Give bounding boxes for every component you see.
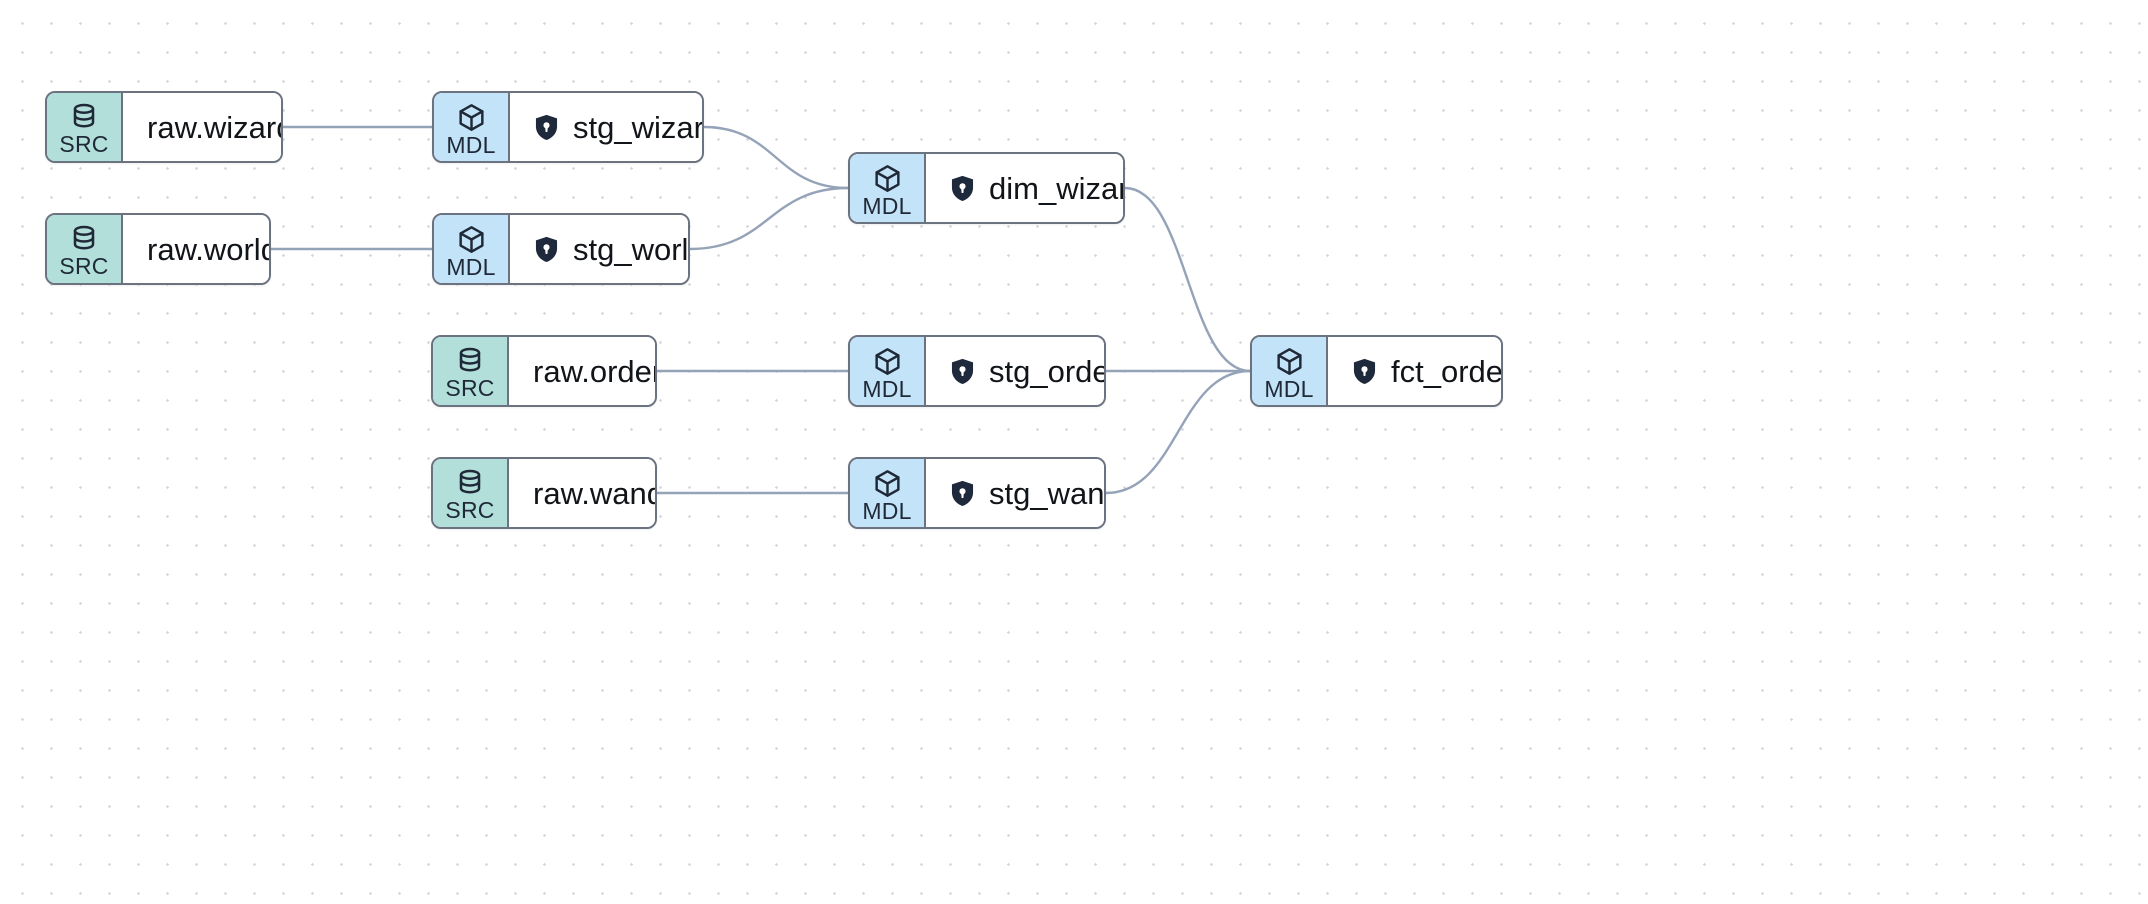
node-type-label: SRC [59, 131, 109, 157]
database-icon [69, 102, 99, 132]
shield-lock-icon [1352, 358, 1377, 385]
cube-icon [872, 163, 903, 194]
node-label: stg_wands [989, 475, 1105, 511]
node-type-badge-raw_wizards: SRC [47, 93, 123, 161]
node-type-badge-stg_wizards: MDL [434, 93, 510, 161]
node-type-label: MDL [1264, 375, 1314, 402]
node-type-badge-stg_orders: MDL [850, 337, 926, 405]
shield-lock-icon [534, 114, 559, 141]
node-type-label: MDL [862, 375, 912, 402]
node-type-badge-fct_orders: MDL [1252, 337, 1328, 405]
node-stg_orders[interactable]: MDL stg_orders [848, 335, 1106, 407]
cube-icon [1274, 346, 1305, 377]
cube-icon [872, 468, 903, 499]
node-type-badge-stg_worlds: MDL [434, 215, 510, 283]
node-label: raw.worlds [147, 231, 269, 267]
node-body-fct_orders: fct_orders [1328, 337, 1503, 405]
node-type-badge-stg_wands: MDL [850, 459, 926, 527]
node-body-stg_wizards: stg_wizards [510, 93, 704, 161]
shield-lock-icon [950, 175, 975, 202]
node-body-raw_wands: raw.wands [509, 459, 655, 527]
node-label: dim_wizards [989, 170, 1123, 206]
node-type-label: MDL [862, 192, 912, 219]
node-type-label: MDL [446, 131, 496, 158]
cube-icon [456, 224, 487, 255]
edge-stg_worlds-to-dim_wizards[interactable] [688, 186, 850, 251]
node-body-raw_orders: raw.orders [509, 337, 655, 405]
node-label: stg_wizards [573, 109, 704, 145]
node-body-stg_orders: stg_orders [926, 337, 1104, 405]
database-icon [455, 468, 485, 498]
node-body-stg_wands: stg_wands [926, 459, 1105, 527]
node-stg_wands[interactable]: MDL stg_wands [848, 457, 1106, 529]
node-raw_orders[interactable]: SRC raw.orders [431, 335, 657, 407]
cube-icon [456, 102, 487, 133]
node-label: fct_orders [1391, 353, 1503, 389]
node-type-badge-raw_wands: SRC [433, 459, 509, 527]
node-label: raw.wizards [147, 109, 281, 145]
node-label: raw.wands [533, 475, 655, 511]
node-body-stg_worlds: stg_worlds [510, 215, 689, 283]
edge-stg_wizards-to-dim_wizards[interactable] [702, 125, 850, 190]
node-label: stg_worlds [573, 231, 689, 267]
node-type-label: SRC [59, 253, 109, 279]
node-type-badge-raw_orders: SRC [433, 337, 509, 405]
database-icon [455, 346, 485, 376]
node-body-raw_wizards: raw.wizards [123, 93, 281, 161]
database-icon [69, 224, 99, 254]
node-dim_wizards[interactable]: MDL dim_wizards [848, 152, 1125, 224]
node-type-label: MDL [446, 253, 496, 280]
node-stg_wizards[interactable]: MDL stg_wizards [432, 91, 704, 163]
edge-stg_wands-to-fct_orders[interactable] [1104, 369, 1252, 495]
shield-lock-icon [950, 358, 975, 385]
node-type-badge-raw_worlds: SRC [47, 215, 123, 283]
node-body-raw_worlds: raw.worlds [123, 215, 269, 283]
node-type-label: SRC [445, 375, 495, 401]
node-stg_worlds[interactable]: MDL stg_worlds [432, 213, 690, 285]
node-raw_wands[interactable]: SRC raw.wands [431, 457, 657, 529]
node-type-label: SRC [445, 497, 495, 523]
cube-icon [872, 346, 903, 377]
node-body-dim_wizards: dim_wizards [926, 154, 1123, 222]
node-raw_worlds[interactable]: SRC raw.worlds [45, 213, 271, 285]
node-label: stg_orders [989, 353, 1104, 389]
shield-lock-icon [950, 480, 975, 507]
edge-dim_wizards-to-fct_orders[interactable] [1123, 186, 1252, 373]
node-raw_wizards[interactable]: SRC raw.wizards [45, 91, 283, 163]
node-label: raw.orders [533, 353, 655, 389]
node-type-label: MDL [862, 497, 912, 524]
node-type-badge-dim_wizards: MDL [850, 154, 926, 222]
shield-lock-icon [534, 236, 559, 263]
node-fct_orders[interactable]: MDL fct_orders [1250, 335, 1503, 407]
